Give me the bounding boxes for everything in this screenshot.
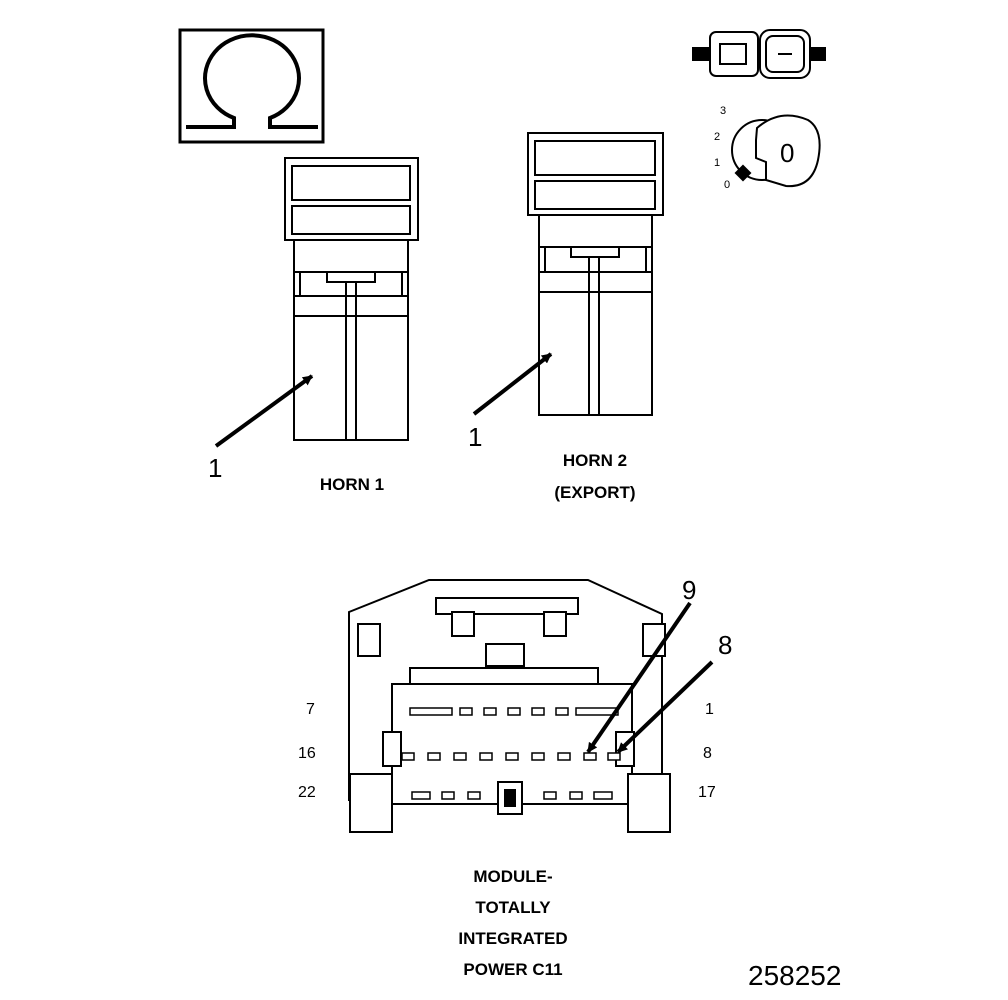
row-label-right-8: 8 [703,745,712,762]
module-caption-line1: MODULE- [473,867,553,886]
figure-id: 258252 [748,960,842,991]
module-pin-slots [402,708,620,799]
horn2-callout-arrow [474,354,551,414]
horn2-caption-line1: HORN 2 [562,451,628,470]
switch-icon [693,30,825,78]
row-label-right-1: 1 [705,701,714,718]
row-label-left-7: 7 [306,701,315,718]
ignition-key-icon [732,116,820,187]
module-caption-line3: INTEGRATED [458,929,568,948]
ignition-position-3: 3 [720,105,727,117]
row-label-left-16: 16 [298,745,316,762]
horn1-caption: HORN 1 [319,475,385,494]
pin8-callout-number: 8 [718,630,733,660]
row-label-right-17: 17 [698,784,716,801]
row-label-left-22: 22 [298,784,316,801]
pin8-callout-arrow [618,662,712,752]
horn1-callout-arrow [216,376,312,446]
module-caption-line2: TOTALLY [475,898,551,917]
horn2-caption-line2: (EXPORT) [554,483,636,502]
ignition-key-glyph: 0 [780,138,795,168]
module-caption-line4: POWER C11 [463,960,563,979]
ohm-icon [180,30,323,142]
ignition-position-2: 2 [714,131,721,143]
ignition-position-1: 1 [714,157,721,169]
pin9-callout-number: 9 [682,575,697,605]
pin9-callout-arrow [588,603,690,752]
horn2-connector [528,133,663,415]
horn1-callout-number: 1 [208,453,223,483]
horn2-callout-number: 1 [468,422,483,452]
ignition-position-0: 0 [724,179,731,191]
horn1-connector [285,158,418,440]
